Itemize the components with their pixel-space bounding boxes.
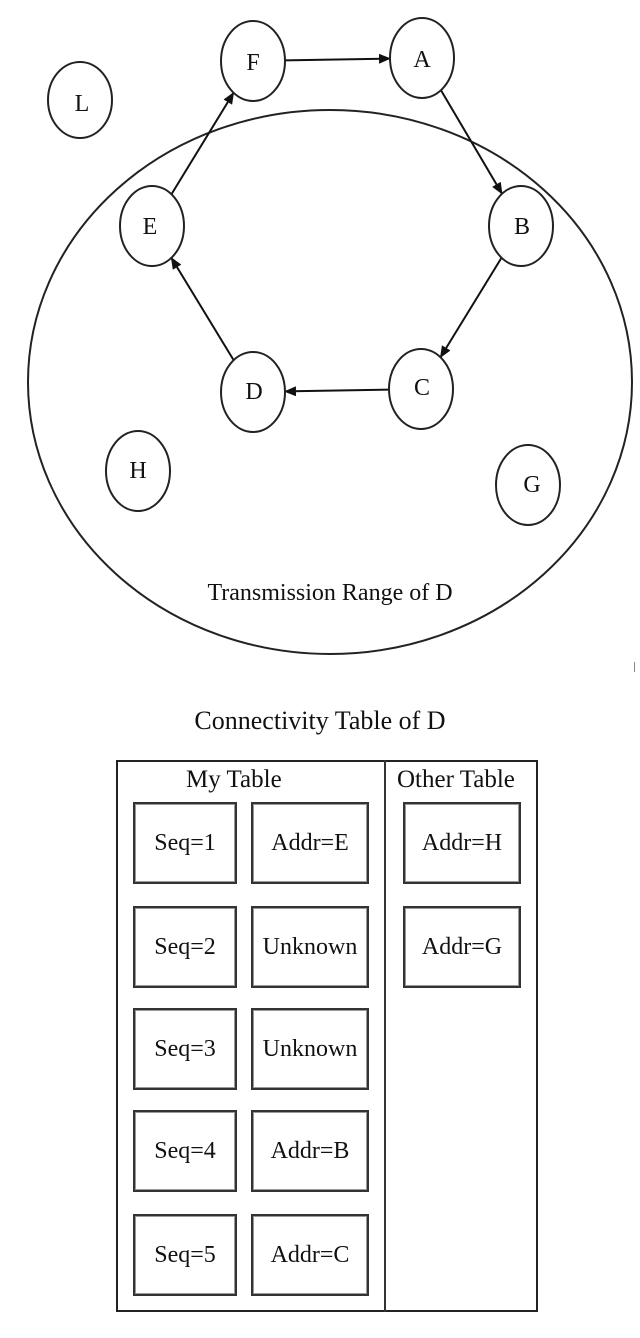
node-label-c: C: [414, 375, 430, 401]
node-A: A: [389, 17, 455, 99]
connectivity-table: [116, 760, 538, 1312]
edge-a-to-b-arrow: [440, 89, 503, 195]
transmission-range-circle: [27, 109, 633, 655]
node-E: E: [119, 185, 185, 267]
seq-cell: Seq=2: [133, 906, 237, 988]
edge-d-to-e-arrow: [170, 256, 235, 361]
my-table-header: My Table: [186, 766, 282, 793]
other-addr-cell: Addr=G: [403, 906, 521, 988]
connectivity-table-title: Connectivity Table of D: [194, 706, 446, 735]
addr-cell: Addr=E: [251, 802, 369, 884]
addr-cell: Unknown: [251, 1008, 369, 1090]
seq-cell: Seq=3: [133, 1008, 237, 1090]
stray-tick-mark: [634, 662, 635, 672]
node-label-b: B: [514, 214, 530, 240]
node-label-g: G: [523, 472, 540, 498]
edge-b-to-c-arrow: [439, 257, 503, 359]
addr-cell: Addr=C: [251, 1214, 369, 1296]
node-label-e: E: [143, 214, 158, 240]
seq-cell: Seq=4: [133, 1110, 237, 1192]
edge-c-to-d-arrow: [283, 386, 390, 397]
node-label-f: F: [246, 50, 259, 76]
edge-f-to-a-arrow: [284, 53, 392, 64]
transmission-range-label: Transmission Range of D: [207, 580, 452, 606]
node-B: B: [488, 185, 554, 267]
other-table-header: Other Table: [397, 766, 515, 793]
node-F: F: [220, 20, 286, 102]
seq-cell: Seq=5: [133, 1214, 237, 1296]
node-label-h: H: [129, 458, 146, 484]
seq-cell: Seq=1: [133, 802, 237, 884]
node-label-d: D: [245, 379, 262, 405]
addr-cell: Unknown: [251, 906, 369, 988]
network-diagram: F A L E B D C H G Transmission Range of …: [27, 17, 633, 655]
node-label-l: L: [75, 91, 90, 117]
addr-cell: Addr=B: [251, 1110, 369, 1192]
node-label-a: A: [413, 47, 431, 73]
node-C: C: [388, 348, 454, 430]
node-D: D: [220, 351, 286, 433]
table-divider: [384, 760, 386, 1312]
edge-e-to-f-arrow: [170, 91, 235, 195]
node-L: L: [47, 61, 113, 139]
other-addr-cell: Addr=H: [403, 802, 521, 884]
node-H: H: [105, 430, 171, 512]
node-G: G: [495, 444, 561, 526]
